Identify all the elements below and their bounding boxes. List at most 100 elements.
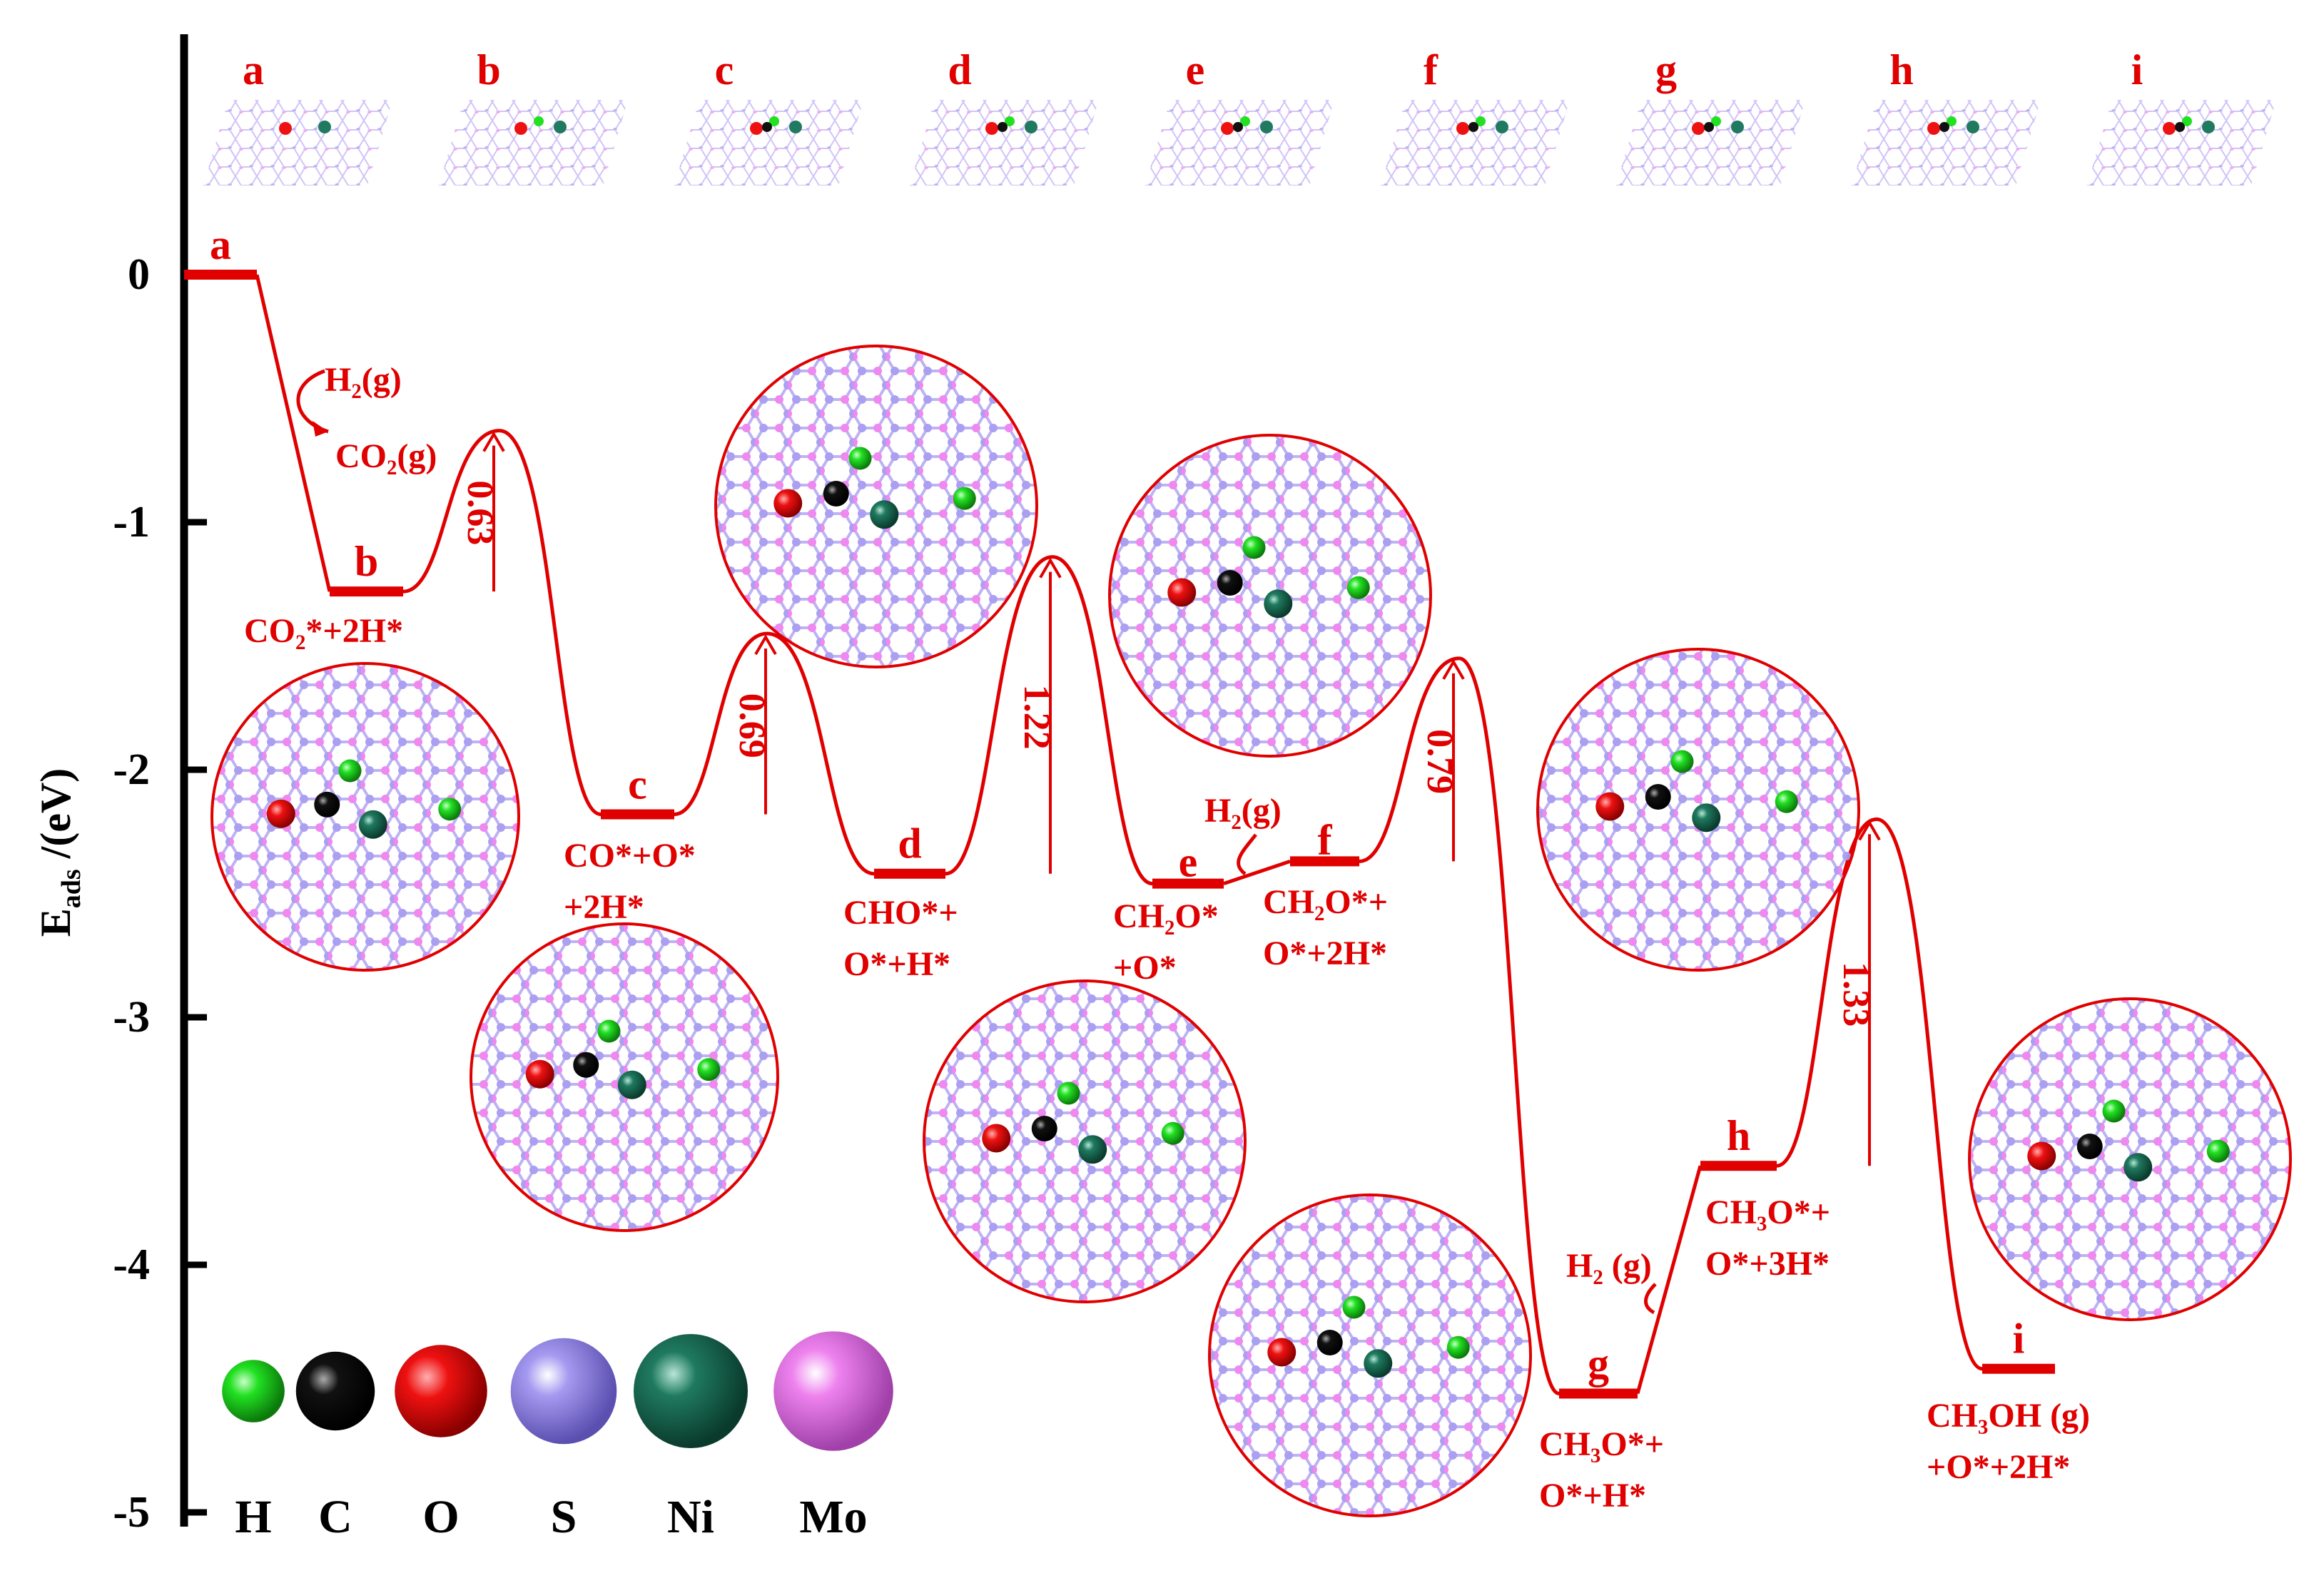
y-tick-label: -2: [113, 745, 150, 794]
state-label-e: +O*: [1113, 949, 1177, 987]
inset-atom: [358, 810, 387, 839]
thumbnail-lattice: [1852, 100, 2041, 185]
inset-atom: [1645, 784, 1671, 810]
inset-atom: [2076, 1134, 2103, 1159]
inset-atom: [1364, 1349, 1393, 1378]
gas-annotations: H₂(g) CO₂(g) H₂(g) H₂ (g): [296, 361, 1657, 1315]
y-tick-label: -4: [113, 1241, 150, 1289]
thumbnail-atom: [1711, 116, 1721, 126]
inset-atom: [1167, 578, 1197, 607]
inset-atom: [1670, 750, 1694, 773]
thumbnail-lattice: [1616, 100, 1805, 185]
inset-border: [1208, 1193, 1532, 1517]
legend-ball-h: [222, 1360, 285, 1422]
barrier-value: 1.22: [1016, 685, 1057, 750]
legend-label-c: C: [318, 1491, 352, 1543]
structure-inset: [923, 979, 1247, 1303]
inset-atom: [338, 759, 362, 783]
structure-inset: [1108, 434, 1432, 758]
thumbnail-e: e: [1145, 46, 1334, 185]
barrier-arrowhead: [1039, 557, 1062, 579]
thumbnail-atom: [985, 122, 998, 135]
inset-atom: [848, 447, 872, 470]
barrier-arrowhead: [754, 634, 777, 656]
inset-atom: [1267, 1338, 1297, 1367]
inset-atom: [1057, 1081, 1080, 1105]
state-label-i: +O*+2H*: [1927, 1448, 2070, 1486]
thumbnail-lattice: [439, 100, 628, 185]
inset-atom: [1342, 1295, 1366, 1319]
y-tick-label: 0: [128, 250, 150, 299]
thumbnail-lattice: [2087, 100, 2276, 185]
state-label-g: CH₃O*+: [1539, 1425, 1664, 1463]
h2-gas-label: H₂(g): [325, 361, 402, 399]
state-letter-a: a: [210, 221, 231, 268]
barrier-arrowhead: [1442, 658, 1465, 680]
path-segment: [1635, 1165, 1703, 1395]
legend-label-o: O: [422, 1491, 459, 1543]
state-label-c: +2H*: [564, 888, 644, 926]
barrier-arrowhead: [482, 431, 505, 452]
inset-atom: [870, 500, 899, 529]
thumbnail-atom: [750, 122, 763, 135]
thumbnail-lattice: [1381, 100, 1570, 185]
thumbnail-atom: [534, 116, 544, 126]
curved-arrow-ef: [1237, 833, 1257, 875]
legend-label-ni: Ni: [667, 1491, 714, 1543]
thumbnail-atom: [1025, 121, 1037, 133]
thumbnail-letter-b: b: [477, 46, 500, 93]
y-axis-label: Eads /(eV): [32, 768, 86, 937]
inset-border: [210, 662, 520, 972]
thumbnail-f: f: [1381, 46, 1570, 185]
y-tick-label: -3: [113, 993, 150, 1042]
arrow-head: [313, 421, 328, 437]
y-axis-ticks: 0-1-2-3-4-5: [113, 250, 207, 1537]
thumbnail-lattice: [1145, 100, 1334, 185]
thumbnail-atom: [1704, 122, 1714, 132]
curved-arrow-gh: [1644, 1283, 1657, 1315]
inset-atom: [2206, 1139, 2230, 1163]
inset-atom: [525, 1059, 554, 1089]
state-label-f: CH₂O*+: [1263, 883, 1388, 921]
thumbnail-atom: [1456, 122, 1469, 135]
thumbnail-atom: [2202, 121, 2215, 133]
thumbnail-atom: [2182, 116, 2192, 126]
thumbnail-atom: [1947, 116, 1957, 126]
inset-atom: [597, 1019, 621, 1043]
inset-atom: [1161, 1121, 1184, 1145]
thumbnail-g: g: [1616, 46, 1805, 185]
transition-state-curve: [674, 631, 875, 876]
structure-inset: [714, 345, 1038, 668]
path-segment: [255, 274, 332, 592]
thumbnail-atom: [1468, 122, 1478, 132]
state-label-b: CO₂*+2H*: [244, 612, 403, 650]
y-tick-label: -1: [113, 498, 150, 546]
structure-inset: [210, 662, 520, 972]
thumbnail-atom: [789, 121, 802, 133]
thumbnail-atom: [554, 121, 567, 133]
inset-atom: [1595, 792, 1625, 821]
state-letter-e: e: [1179, 839, 1198, 886]
state-letter-d: d: [898, 820, 921, 867]
state-label-g: O*+H*: [1539, 1477, 1646, 1515]
thumbnail-letter-h: h: [1889, 46, 1913, 93]
thumbnail-i: i: [2087, 46, 2276, 185]
thumbnail-atom: [1496, 121, 1508, 133]
inset-border: [1108, 434, 1432, 758]
thumbnail-d: d: [910, 46, 1099, 185]
inset-atom: [982, 1124, 1011, 1153]
inset-border: [714, 345, 1038, 668]
thumbnail-atom: [1927, 122, 1940, 135]
transition-state-curve: [1359, 656, 1560, 1395]
co2-gas-label: CO₂(g): [335, 437, 437, 475]
legend-ball-o: [395, 1345, 487, 1437]
legend-ball-c: [295, 1351, 375, 1431]
inset-atom: [1242, 536, 1266, 559]
structure-inset: [470, 922, 779, 1232]
barrier-value: 0.79: [1419, 729, 1460, 794]
thumbnail-atom: [1233, 122, 1243, 132]
inset-atom: [1031, 1116, 1057, 1141]
barrier-arrowhead: [1858, 820, 1881, 841]
